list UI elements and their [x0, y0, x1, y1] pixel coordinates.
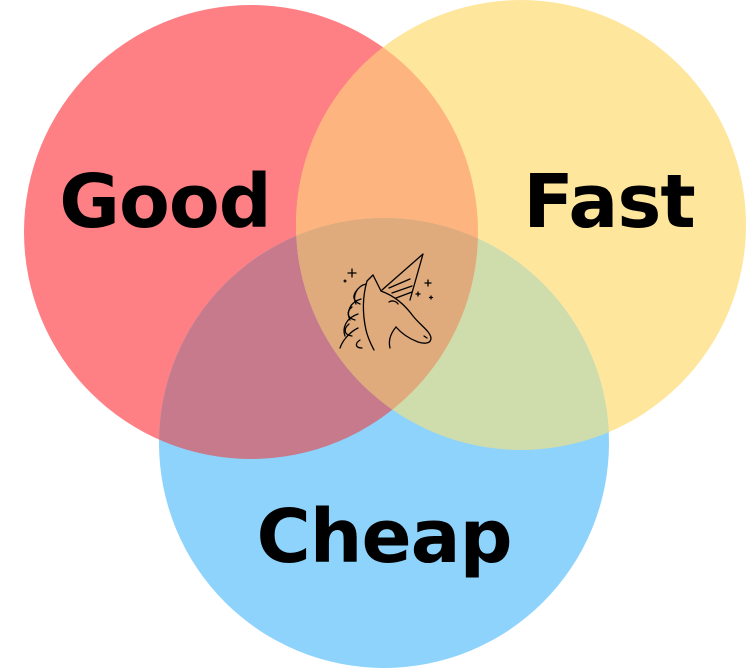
fast-label: Fast: [523, 159, 695, 245]
good-label: Good: [59, 159, 270, 245]
unicorn-icon: [339, 253, 434, 351]
cheap-label: Cheap: [256, 494, 511, 580]
